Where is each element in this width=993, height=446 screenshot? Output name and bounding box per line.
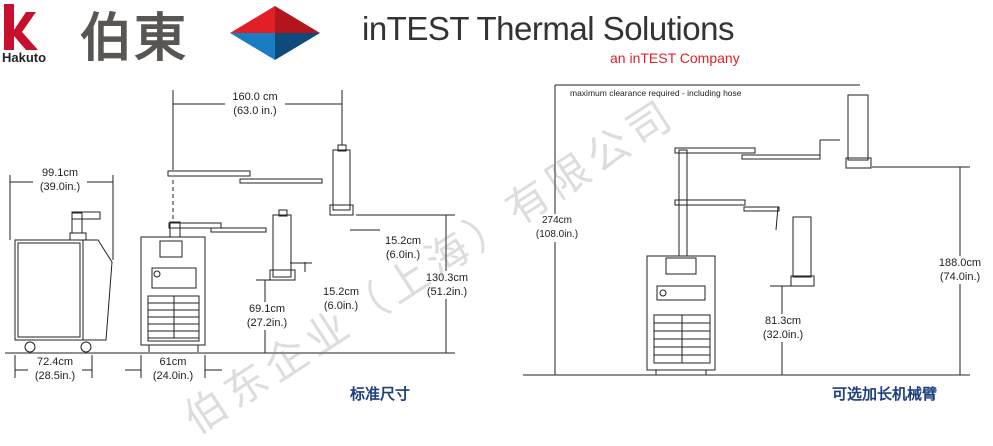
dim-unit-width: 61cm (24.0in.) — [146, 355, 200, 383]
dim-ext-max-height: 188.0cm (74.0in.) — [932, 256, 988, 284]
standard-drawing — [5, 90, 455, 378]
dim-cart-depth: 72.4cm (28.5in.) — [28, 355, 82, 383]
dim-in: (32.0in.) — [762, 329, 804, 341]
dim-cm: 160.0 cm — [232, 91, 278, 103]
standard-caption: 标准尺寸 — [350, 385, 411, 403]
dim-in: (74.0in.) — [939, 271, 981, 283]
dim-reach: 160.0 cm (63.0 in.) — [225, 90, 285, 118]
intest-logo-title: inTEST Thermal Solutions — [362, 10, 734, 47]
hakuto-logo-text: Hakuto — [2, 50, 47, 65]
dim-cm: 188.0cm — [938, 257, 982, 269]
clearance-note: maximum clearance required - including h… — [570, 88, 742, 98]
dim-in: (39.0in.) — [39, 181, 81, 193]
dim-cm: 274cm — [541, 215, 572, 226]
dim-cm: 15.2cm — [384, 235, 422, 247]
intest-logo-subtitle: an inTEST Company — [610, 50, 740, 66]
dim-cm: 15.2cm — [322, 286, 360, 298]
dim-clearance: 274cm (108.0in.) — [534, 214, 580, 242]
dim-cm: 130.3cm — [425, 272, 469, 284]
dim-min-height: 69.1cm (27.2in.) — [240, 302, 294, 330]
dim-in: (27.2in.) — [246, 317, 288, 329]
diagram-lines — [4, 4, 970, 378]
extended-caption: 可选加长机械臂 — [832, 385, 938, 403]
dim-in: (63.0 in.) — [233, 105, 277, 117]
dim-cm: 99.1cm — [41, 167, 79, 179]
dim-in: (108.0in.) — [535, 229, 579, 240]
dim-max-height: 130.3cm (51.2in.) — [420, 271, 474, 299]
dim-in: (6.0in.) — [323, 300, 359, 312]
hakuto-logo-mark — [4, 4, 38, 50]
dim-lower-travel: 15.2cm (6.0in.) — [316, 285, 366, 313]
dim-ext-min-height: 81.3cm (32.0in.) — [756, 314, 810, 342]
dim-in: (51.2in.) — [426, 286, 468, 298]
dim-cart-height: 99.1cm (39.0in.) — [33, 166, 87, 194]
dim-cm: 81.3cm — [764, 315, 802, 327]
dim-cm: 72.4cm — [36, 356, 74, 368]
hakuto-chinese-logo: 伯東 — [80, 9, 189, 69]
dim-in: (28.5in.) — [34, 370, 76, 382]
dim-cm: 61cm — [159, 356, 187, 368]
dim-in: (24.0in.) — [152, 370, 194, 382]
dim-upper-travel: 15.2cm (6.0in.) — [378, 234, 428, 262]
dim-in: (6.0in.) — [385, 249, 421, 261]
dim-cm: 69.1cm — [248, 303, 286, 315]
intest-diamond-logo — [230, 6, 320, 60]
